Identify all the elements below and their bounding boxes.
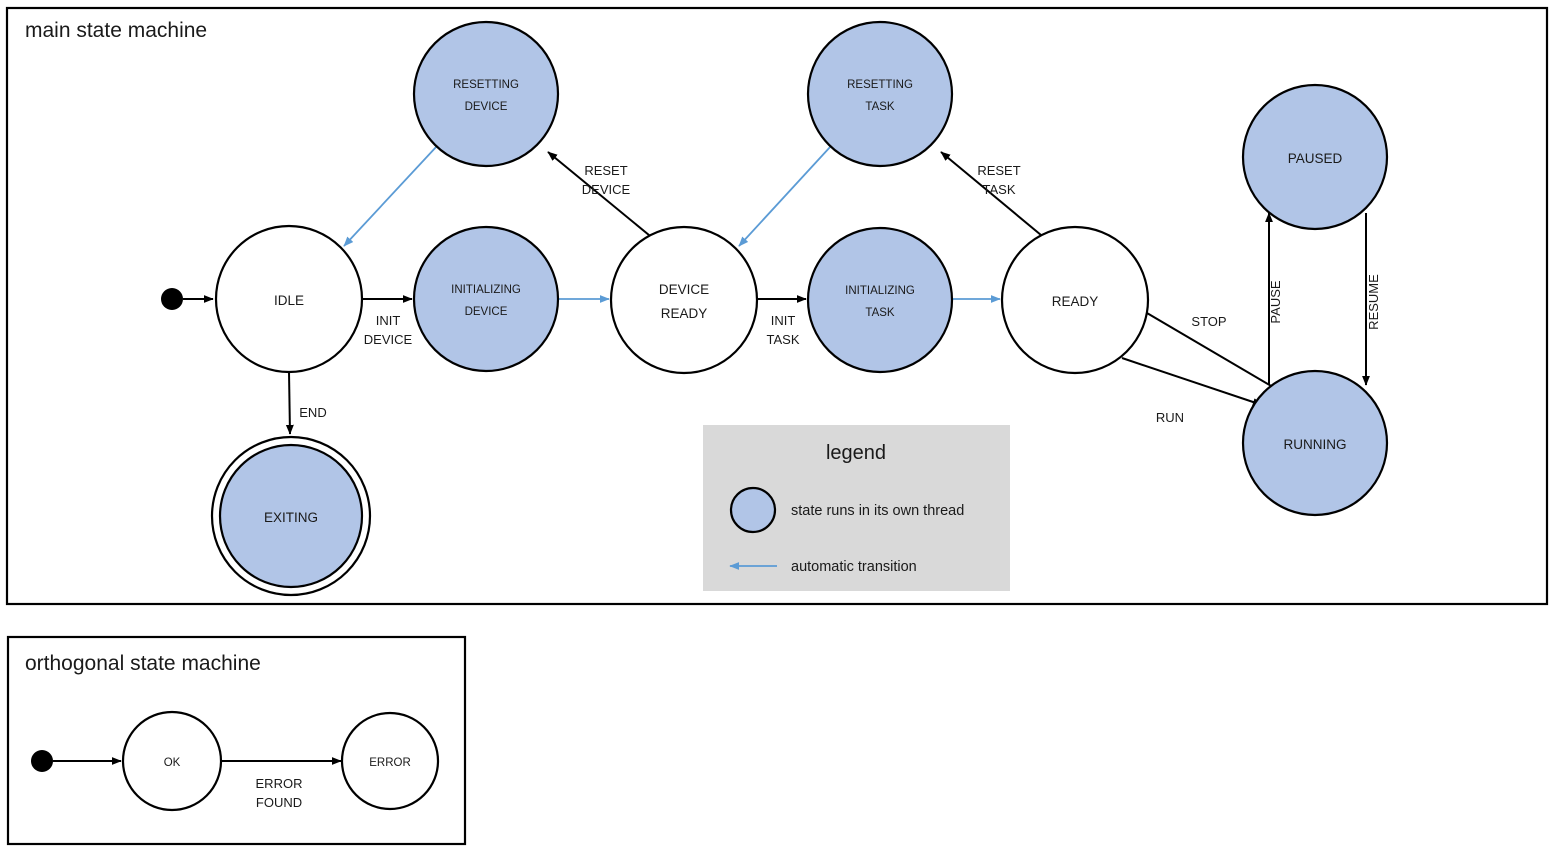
edge-label-run: RUN <box>1156 410 1184 425</box>
state-device-ready-label-l1: DEVICE <box>659 282 709 297</box>
legend-title: legend <box>826 442 886 464</box>
edge-label-end: END <box>299 405 326 420</box>
orthogonal-state-machine-frame <box>6 635 467 846</box>
orthogonal-initial-state-dot <box>31 750 53 772</box>
state-initializing-task-circle[interactable] <box>806 226 954 374</box>
state-exiting-label: EXITING <box>264 510 318 525</box>
state-idle-label: IDLE <box>274 293 304 308</box>
transition-ready-to-resetting-task: RESET TASK <box>940 151 1048 241</box>
edge-idle-exiting <box>285 371 294 435</box>
transition-ok-to-error: ERROR FOUND <box>222 757 342 810</box>
edge-label-pause: PAUSE <box>1268 280 1283 323</box>
transition-resetting-device-to-idle <box>343 145 438 247</box>
state-running-label: RUNNING <box>1284 437 1347 452</box>
state-resetting-task[interactable]: RESETTING TASK <box>806 20 954 168</box>
state-ok[interactable]: OK <box>121 710 223 812</box>
edge-label-init-task-l1: INIT <box>771 313 796 328</box>
orthogonal-frame-title: orthogonal state machine <box>25 652 261 675</box>
state-ready[interactable]: READY <box>1000 225 1150 375</box>
edge-label-resume: RESUME <box>1366 274 1381 330</box>
state-exiting-circle[interactable] <box>218 443 364 589</box>
state-initializing-task-label-l2: TASK <box>865 307 895 319</box>
state-resetting-device[interactable]: RESETTING DEVICE <box>412 20 560 168</box>
transition-resetting-task-to-device-ready <box>738 145 832 247</box>
edge-label-reset-task-l2: TASK <box>983 182 1016 197</box>
state-initializing-device-circle[interactable] <box>412 225 560 373</box>
state-error-label: ERROR <box>369 757 411 769</box>
transition-ready-to-running: RUN <box>1121 357 1263 425</box>
state-resetting-task-label-l2: TASK <box>865 101 895 113</box>
legend: legend state runs in its own thread auto… <box>703 425 1010 591</box>
transition-initial-to-idle <box>161 288 214 310</box>
transition-device-ready-to-resetting-device: RESET DEVICE <box>547 151 656 241</box>
state-ready-circle[interactable] <box>1000 225 1150 375</box>
edge-resetting-task-device-ready <box>738 145 832 247</box>
edge-label-init-device-l2: DEVICE <box>364 332 413 347</box>
main-state-machine-frame <box>5 6 1549 606</box>
state-idle[interactable]: IDLE <box>214 224 364 374</box>
edge-ready-running <box>1121 357 1263 406</box>
state-ok-label: OK <box>164 757 181 769</box>
edge-ready-resetting-task <box>940 151 1048 241</box>
state-exiting[interactable]: EXITING <box>210 435 372 597</box>
transition-device-ready-to-initializing-task: INIT TASK <box>757 295 807 347</box>
state-initializing-device-label-l2: DEVICE <box>465 306 508 318</box>
state-resetting-device-circle[interactable] <box>412 20 560 168</box>
edge-device-ready-resetting-device <box>547 151 656 241</box>
state-resetting-device-label-l1: RESETTING <box>453 79 519 91</box>
state-resetting-task-circle[interactable] <box>806 20 954 168</box>
state-running[interactable]: RUNNING <box>1241 369 1389 517</box>
state-initializing-device[interactable]: INITIALIZING DEVICE <box>412 225 560 373</box>
legend-item-auto-label: automatic transition <box>791 559 917 575</box>
state-device-ready-circle[interactable] <box>609 225 759 375</box>
edge-label-reset-device-l2: DEVICE <box>582 182 631 197</box>
transition-initial-to-ok <box>31 750 122 772</box>
edge-label-init-device-l1: INIT <box>376 313 401 328</box>
transition-running-to-paused: PAUSE <box>1265 212 1283 385</box>
state-device-ready-label-l2: READY <box>661 306 708 321</box>
edge-running-ready <box>1134 305 1279 391</box>
edge-label-reset-device-l1: RESET <box>584 163 627 178</box>
legend-item-thread-label: state runs in its own thread <box>791 503 964 519</box>
edge-label-error-found-l1: ERROR <box>256 776 303 791</box>
state-idle-circle[interactable] <box>214 224 364 374</box>
state-resetting-device-label-l2: DEVICE <box>465 101 508 113</box>
transition-paused-to-running: RESUME <box>1362 213 1381 386</box>
thread-state-swatch-icon <box>729 486 777 534</box>
state-error-circle[interactable] <box>340 711 440 811</box>
transition-idle-to-exiting: END <box>285 371 327 435</box>
state-paused-circle[interactable] <box>1241 83 1389 231</box>
state-ok-circle[interactable] <box>121 710 223 812</box>
main-frame-title: main state machine <box>25 19 207 42</box>
edge-resetting-device-idle <box>343 145 438 247</box>
state-resetting-task-label-l1: RESETTING <box>847 79 913 91</box>
edge-label-init-task-l2: TASK <box>767 332 800 347</box>
edge-label-reset-task-l1: RESET <box>977 163 1020 178</box>
state-ready-label: READY <box>1052 294 1099 309</box>
edge-label-stop: STOP <box>1191 314 1226 329</box>
state-initializing-device-label-l1: INITIALIZING <box>451 284 521 296</box>
state-initializing-task-label-l1: INITIALIZING <box>845 285 915 297</box>
transition-idle-to-initializing-device: INIT DEVICE <box>362 295 413 347</box>
state-error[interactable]: ERROR <box>340 711 440 811</box>
edge-label-error-found-l2: FOUND <box>256 795 302 810</box>
state-device-ready[interactable]: DEVICE READY <box>609 225 759 375</box>
initial-state-dot <box>161 288 183 310</box>
state-paused[interactable]: PAUSED <box>1241 83 1389 231</box>
transition-running-to-ready: STOP <box>1134 305 1279 391</box>
state-running-circle[interactable] <box>1241 369 1389 517</box>
state-initializing-task[interactable]: INITIALIZING TASK <box>806 226 954 374</box>
state-paused-label: PAUSED <box>1288 151 1343 166</box>
